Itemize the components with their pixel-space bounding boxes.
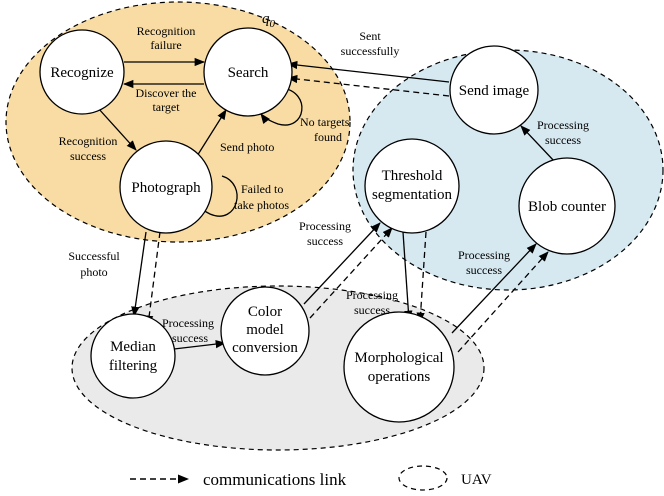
edge-recognize-photograph [97, 107, 137, 151]
legend-uav-symbol [398, 465, 448, 491]
svg-text:target: target [152, 100, 180, 114]
node-median-filtering: Median filtering [90, 313, 176, 399]
svg-text:success: success [307, 234, 343, 248]
svg-text:Processing: Processing [346, 288, 398, 302]
label-recognition-failure: Recognition failure [137, 24, 196, 52]
legend: communications link UAV [130, 465, 492, 491]
legend-uav-label: UAV [461, 472, 492, 488]
node-send-image: Send image [449, 45, 539, 135]
edge-send-search-comm [286, 74, 450, 97]
svg-text:photo: photo [80, 265, 107, 279]
node-photograph-label: Photograph [131, 180, 201, 196]
svg-text:success: success [172, 331, 208, 345]
label-processing-success-morph-blob: Processing success [458, 248, 510, 277]
label-send-photo: Send photo [220, 140, 274, 154]
label-sent-successfully: Sent successfully [341, 29, 400, 58]
node-morph-label-1: Morphological [354, 350, 443, 366]
edge-median-color [173, 339, 227, 350]
node-median-label-2: filtering [109, 358, 158, 374]
node-color-label-3: conversion [232, 340, 298, 356]
label-processing-success-median-color: Processing success [162, 316, 214, 345]
svg-text:found: found [314, 130, 342, 144]
node-blob-counter: Blob counter [518, 157, 616, 255]
label-recognition-success: Recognition success [59, 134, 118, 163]
edge-morph-blob [451, 243, 537, 334]
svg-text:take photos: take photos [234, 198, 289, 212]
edge-color-threshold-comm [309, 227, 393, 319]
node-recognize-label: Recognize [50, 65, 114, 81]
edge-blob-send [520, 125, 556, 163]
svg-text:Processing: Processing [162, 316, 214, 330]
svg-text:success: success [466, 263, 502, 277]
node-color-label-2: model [246, 322, 284, 338]
node-median-label-1: Median [110, 339, 156, 355]
svg-text:Processing: Processing [537, 118, 589, 132]
svg-text:Processing: Processing [458, 248, 510, 262]
svg-text:failure: failure [150, 38, 181, 52]
label-processing-success-threshold-morph: Processing success [346, 288, 398, 317]
node-photograph: Photograph [119, 140, 213, 234]
edge-search-self-loop [260, 87, 303, 126]
svg-text:success: success [70, 149, 106, 163]
edge-threshold-morph [402, 231, 413, 322]
node-send-image-label: Send image [459, 83, 530, 99]
label-no-targets-found: No targets found [300, 115, 350, 144]
svg-text:success: success [354, 303, 390, 317]
node-threshold-label-2: segmentation [372, 187, 452, 203]
svg-text:No targets: No targets [300, 115, 350, 129]
svg-text:Successful: Successful [68, 249, 120, 263]
node-search: Search [203, 27, 293, 117]
edge-morph-blob-comm [457, 251, 549, 353]
node-search-label: Search [228, 65, 269, 81]
node-threshold-segmentation: Threshold segmentation [364, 138, 460, 234]
node-recognize: Recognize [39, 29, 125, 115]
svg-text:Discover the: Discover the [136, 86, 197, 100]
legend-comm-link-label: communications link [203, 470, 347, 489]
label-processing-success-blob-send: Processing success [537, 118, 589, 147]
svg-text:Recognition: Recognition [59, 134, 118, 148]
edge-threshold-morph-comm [416, 231, 427, 324]
label-processing-success-color-threshold: Processing success [299, 219, 351, 248]
node-morphological-operations: Morphological operations [343, 311, 455, 423]
edge-send-search [286, 60, 450, 83]
node-blob-counter-label: Blob counter [528, 199, 606, 215]
svg-text:Recognition: Recognition [137, 24, 196, 38]
svg-text:Failed to: Failed to [241, 182, 283, 196]
label-discover-target: Discover the target [136, 86, 197, 114]
edge-photograph-median [131, 231, 147, 318]
node-threshold-label-1: Threshold [382, 168, 443, 184]
svg-text:success: success [545, 133, 581, 147]
label-failed-to-take-photos: Failed to take photos [234, 182, 289, 212]
edge-color-threshold [303, 222, 381, 305]
svg-text:successfully: successfully [341, 44, 400, 58]
node-color-label-1: Color [248, 304, 282, 320]
q0-label: q0 [262, 11, 276, 30]
label-successful-photo: Successful photo [68, 249, 120, 279]
node-color-model-conversion: Color model conversion [220, 286, 310, 376]
edge-photograph-median-comm [145, 231, 161, 327]
svg-text:Sent: Sent [359, 29, 381, 43]
svg-text:Processing: Processing [299, 219, 351, 233]
node-morph-label-2: operations [368, 369, 431, 385]
